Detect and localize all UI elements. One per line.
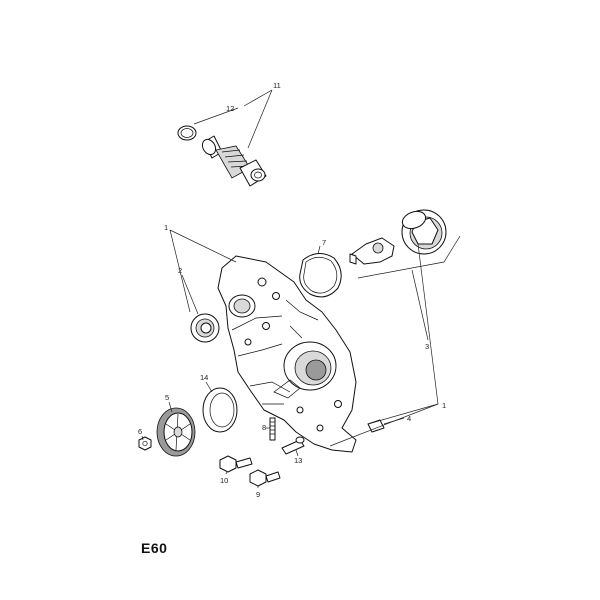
- o-ring-12: [177, 125, 197, 141]
- relief-valve-11: [201, 135, 267, 187]
- front-cover-housing: [217, 255, 357, 453]
- bolt-9: [249, 469, 281, 487]
- stud-8: [269, 417, 276, 441]
- timing-pulley-5: [156, 407, 196, 457]
- seal-ring-14: [202, 387, 238, 433]
- callout-4: 4: [407, 414, 411, 423]
- leader-lines: [141, 89, 439, 488]
- oil-pump-3: [349, 209, 461, 279]
- bolt-10: [219, 455, 253, 473]
- callout-7: 7: [322, 238, 326, 247]
- callout-9: 9: [256, 490, 260, 499]
- callout-12: 12: [226, 104, 234, 113]
- callout-labels: 11 12 1 2 7 3 1 4 14 5 8 6 13 10 9: [138, 81, 446, 499]
- figure-code: E60: [141, 540, 168, 556]
- callout-10: 10: [220, 476, 228, 485]
- callout-14: 14: [200, 373, 208, 382]
- callout-13: 13: [294, 456, 302, 465]
- crank-seal-2: [190, 313, 220, 343]
- nut-6: [138, 436, 152, 451]
- callout-5: 5: [165, 393, 169, 402]
- callout-1-top: 1: [164, 223, 168, 232]
- callout-2: 2: [178, 266, 182, 275]
- callout-11: 11: [273, 81, 281, 90]
- callout-3: 3: [425, 342, 429, 351]
- callout-6: 6: [138, 427, 142, 436]
- callout-8: 8: [262, 423, 266, 432]
- gasket-7: [299, 253, 342, 298]
- callout-1-right: 1: [442, 401, 446, 410]
- bolt-13: [281, 436, 305, 455]
